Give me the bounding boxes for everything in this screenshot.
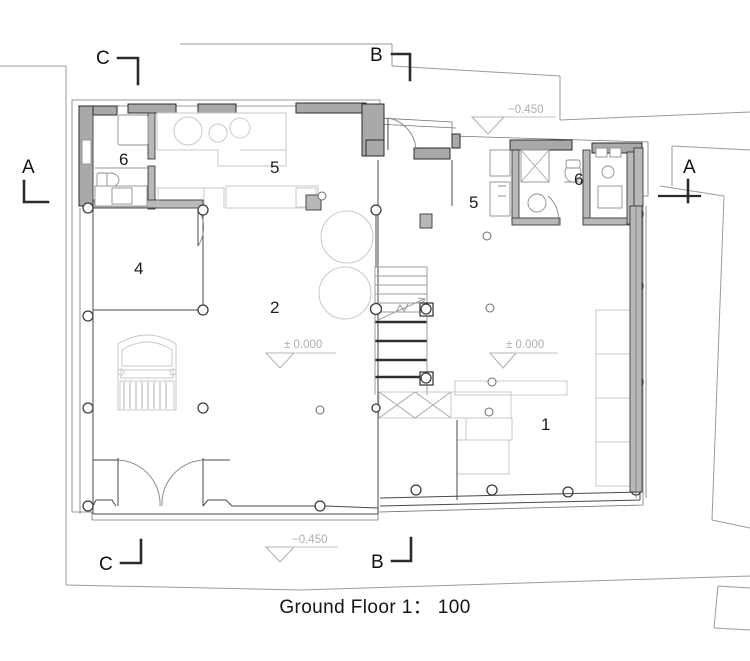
furniture-living-room <box>305 194 433 320</box>
room-number-2: 2 <box>270 298 279 317</box>
section-marker-a-right: A <box>657 157 702 204</box>
room-number-5-ne: 5 <box>469 193 478 212</box>
structural-columns <box>82 191 644 512</box>
section-marker-c-top: C <box>96 48 140 86</box>
section-marker-label: C <box>96 48 110 69</box>
level-value: −0.450 <box>508 104 544 116</box>
level-marker-center: ± 0.000 <box>264 339 336 369</box>
level-marker-nw: −0.450 <box>470 104 556 135</box>
room-number-4: 4 <box>134 259 143 278</box>
level-value: ± 0.000 <box>506 339 544 351</box>
staircase <box>369 204 434 395</box>
site-context-lines <box>0 43 750 631</box>
cabinet-hatch-under-stair <box>378 380 568 419</box>
drawing-title-bar: Ground Floor 1： 100 <box>0 592 750 619</box>
room-number-5-nw: 5 <box>270 158 279 177</box>
doors <box>93 117 560 507</box>
section-marker-b-bottom: B <box>371 536 413 573</box>
arched-window-feature <box>117 334 177 411</box>
fixtures-bathroom-ne <box>489 147 623 217</box>
interior-wall-outlines <box>92 115 641 515</box>
level-value: ± 0.000 <box>284 339 322 351</box>
room-number-6-ne: 6 <box>574 170 583 189</box>
exterior-wall-details <box>92 205 647 509</box>
section-marker-label: A <box>683 157 696 178</box>
section-marker-b-top: B <box>370 45 412 82</box>
section-marker-c-bottom: C <box>99 538 143 575</box>
room-number-6-nw: 6 <box>119 150 128 169</box>
room-number-1: 1 <box>541 415 550 434</box>
level-marker-south: −0.450 <box>264 534 338 563</box>
section-marker-label: B <box>370 45 383 66</box>
fixtures-bathroom-nw <box>81 114 149 207</box>
section-marker-label: A <box>22 157 35 178</box>
level-marker-east: ± 0.000 <box>488 339 558 369</box>
furniture-room-1 <box>456 309 639 500</box>
section-marker-label: C <box>99 554 113 575</box>
fixtures-kitchen-nw <box>155 112 319 209</box>
page-title: Ground Floor 1： 100 <box>279 597 471 618</box>
section-marker-a-left: A <box>22 157 50 204</box>
section-marker-label: B <box>371 552 384 573</box>
room-labels: 6 5 5 6 4 2 1 <box>119 150 583 434</box>
level-value: −0.450 <box>292 534 328 546</box>
